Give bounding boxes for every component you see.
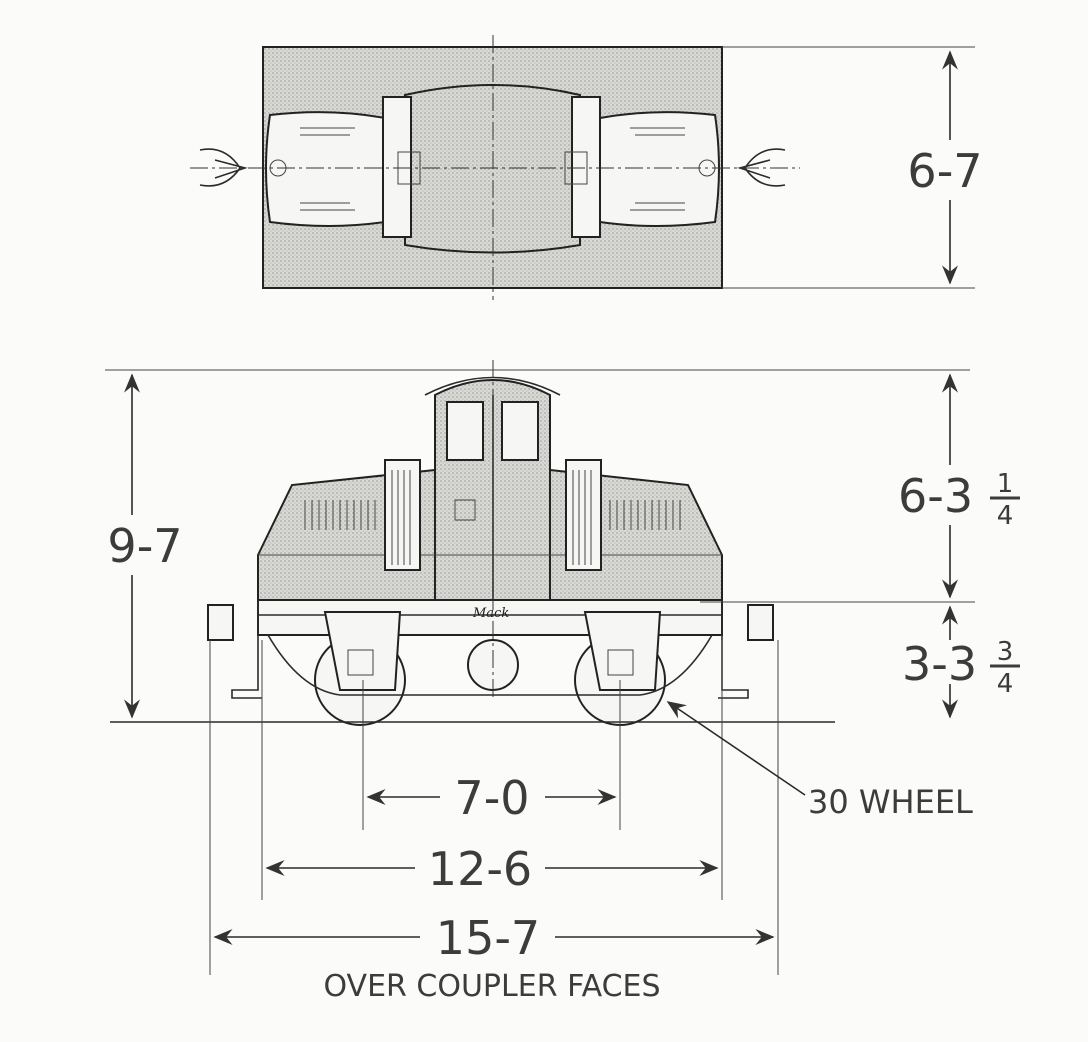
sandbox-left xyxy=(384,459,421,571)
frame-length-dim: 12-6 xyxy=(428,842,532,896)
svg-text:4: 4 xyxy=(997,501,1014,531)
truck-left xyxy=(323,611,402,691)
total-height-dim: 9-7 xyxy=(107,519,182,573)
upper-height-dim: 6-3 1 4 xyxy=(898,469,1020,531)
cab-window-left xyxy=(446,401,484,461)
svg-text:3: 3 xyxy=(997,637,1014,667)
wheelbase-dim: 7-0 xyxy=(454,771,529,825)
maker-mark: Mack xyxy=(472,606,509,621)
sandbox-right xyxy=(565,459,602,571)
top-width-dim: 6-7 xyxy=(907,144,982,198)
cab-window-right xyxy=(501,401,539,461)
side-view: Mack 9-7 6-3 1 4 3-3 xyxy=(105,360,1020,1004)
svg-text:6-3: 6-3 xyxy=(898,469,973,523)
wheel-note: 30 WHEEL xyxy=(808,783,973,821)
svg-text:1: 1 xyxy=(997,469,1014,499)
wheel-leader-line xyxy=(666,701,806,796)
svg-text:4: 4 xyxy=(997,669,1014,699)
truck-right xyxy=(583,611,662,691)
lower-height-dim: 3-3 3 4 xyxy=(902,637,1020,699)
svg-text:3-3: 3-3 xyxy=(902,637,977,691)
hood-right-top xyxy=(599,111,720,227)
hood-left-top xyxy=(265,111,386,227)
coupler-left-side xyxy=(207,604,234,641)
top-view: 6-7 xyxy=(190,35,983,300)
overall-length-caption: OVER COUPLER FACES xyxy=(323,969,660,1004)
overall-length-dim: 15-7 xyxy=(436,911,540,965)
coupler-right-side xyxy=(747,604,774,641)
coupler-left-top xyxy=(199,148,248,187)
